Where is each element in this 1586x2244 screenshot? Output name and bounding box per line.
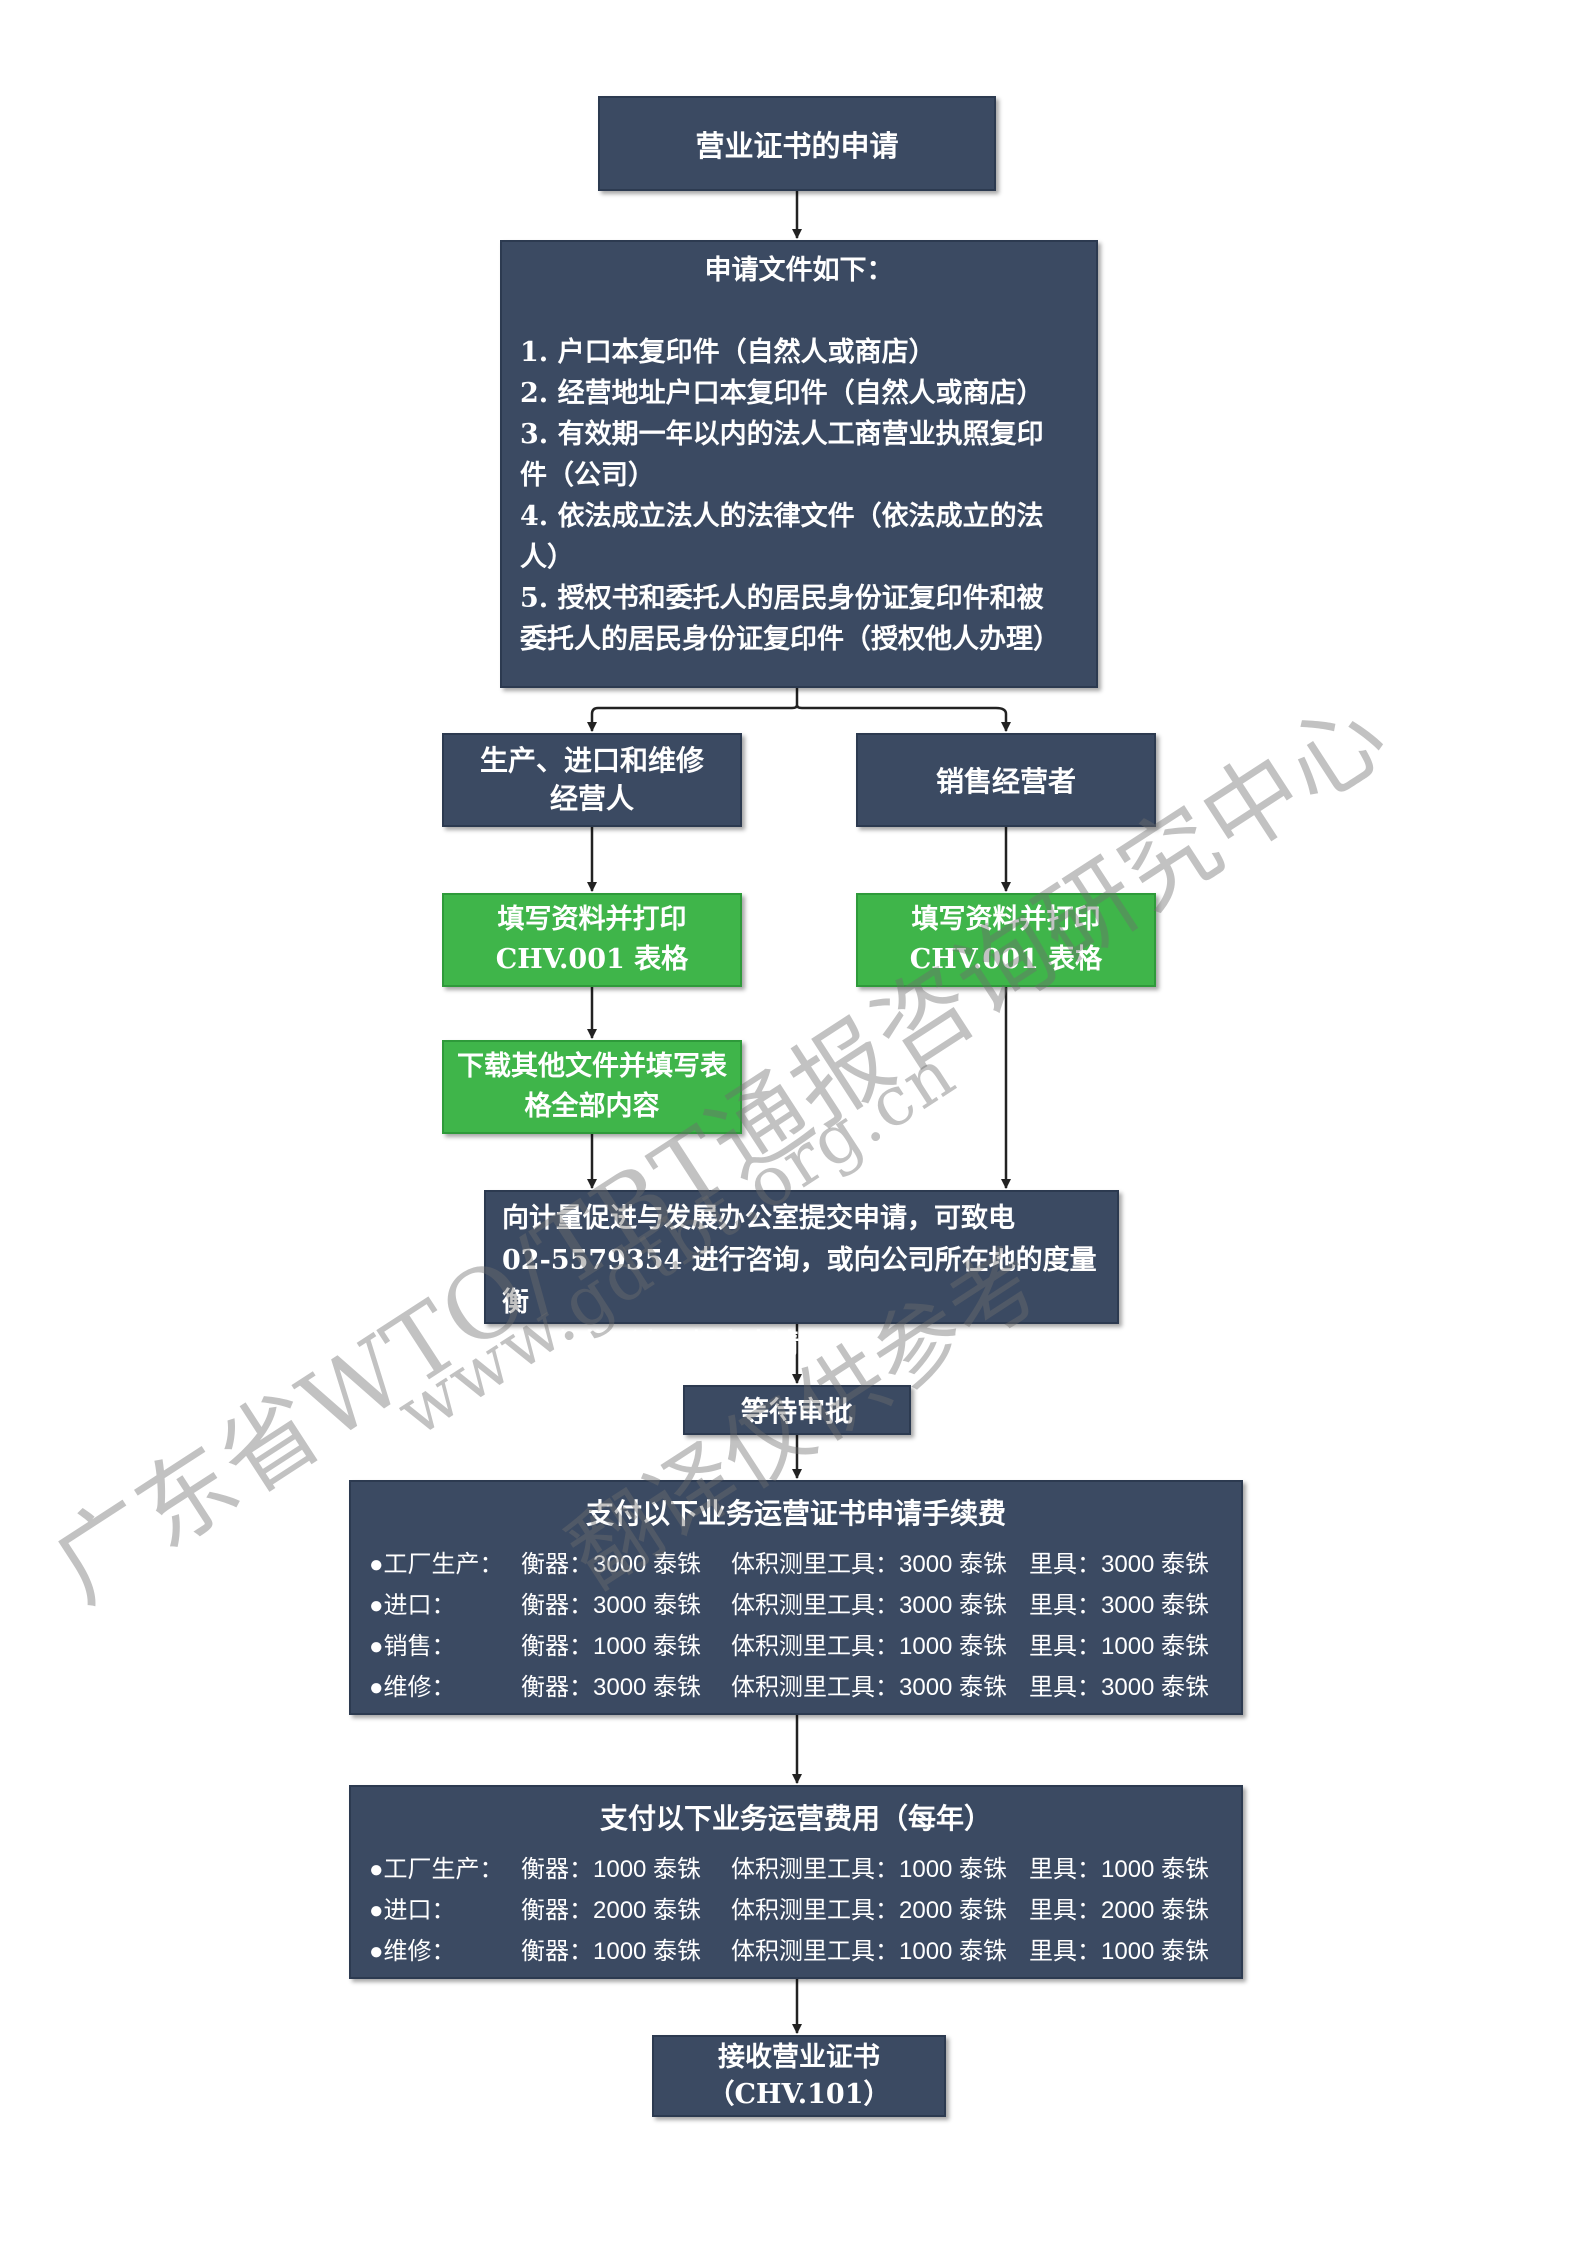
fee-row: ●工厂生产： 衡器：3000 泰铢 体积测里工具：3000 泰铢 里具：3000… — [351, 1540, 1241, 1581]
fee-row-measure: 里具：3000 泰铢 — [1029, 1674, 1210, 1701]
fee-row: ●工厂生产： 衡器：1000 泰铢 体积测里工具：1000 泰铢 里具：1000… — [351, 1845, 1241, 1886]
fee-row-scale: 衡器：3000 泰铢 — [521, 1592, 702, 1619]
node-seller: 销售经营者 — [856, 733, 1156, 827]
producer-line2: 经营人 — [549, 782, 634, 815]
fee-row-scale: 衡器：3000 泰铢 — [521, 1551, 702, 1578]
documents-line: 3. 有效期一年以内的法人工商营业执照复印 — [520, 419, 1044, 450]
fee-row-volume: 体积测里工具：1000 泰铢 — [731, 1938, 1008, 1965]
documents-heading: 申请文件如下： — [704, 255, 894, 286]
submit-line: 02-5579354 进行咨询，或向公司所在地的度量衡 — [502, 1245, 1097, 1318]
fee-row: ●进口： 衡器：3000 泰铢 体积测里工具：3000 泰铢 里具：3000 泰… — [351, 1581, 1241, 1622]
arrow-docs-to-seller — [795, 704, 1011, 732]
fee-row-scale: 衡器：2000 泰铢 — [521, 1897, 702, 1924]
fee-row: ●维修： 衡器：3000 泰铢 体积测里工具：3000 泰铢 里具：3000 泰… — [351, 1663, 1241, 1704]
documents-line: 2. 经营地址户口本复印件（自然人或商店） — [520, 378, 1044, 409]
fee-row-measure: 里具：3000 泰铢 — [1029, 1551, 1210, 1578]
fee-row-scale: 衡器：3000 泰铢 — [521, 1674, 702, 1701]
fee-row-measure: 里具：1000 泰铢 — [1029, 1938, 1210, 1965]
node-fee-application: 支付以下业务运营证书申请手续费 ●工厂生产： 衡器：3000 泰铢 体积测里工具… — [349, 1480, 1243, 1715]
node-fill-form-producer: 填写资料并打印 CHV.001 表格 — [442, 893, 742, 987]
fee-row-name: ●维修： — [369, 1938, 456, 1965]
seller-text: 销售经营者 — [935, 765, 1076, 798]
node-producer: 生产、进口和维修 经营人 — [442, 733, 742, 827]
fee-row-measure: 里具：1000 泰铢 — [1029, 1856, 1210, 1883]
fee-row-volume: 体积测里工具：1000 泰铢 — [731, 1856, 1008, 1883]
fee-row-volume: 体积测里工具：1000 泰铢 — [731, 1633, 1008, 1660]
fee-row-name: ●工厂生产： — [369, 1856, 504, 1883]
documents-line: 1. 户口本复印件（自然人或商店） — [520, 337, 936, 368]
fee-row-measure: 里具：1000 泰铢 — [1029, 1633, 1210, 1660]
fee-row-name: ●维修： — [369, 1674, 456, 1701]
fee-row-name: ●工厂生产： — [369, 1551, 504, 1578]
fill-form-line1: 填写资料并打印 — [497, 904, 687, 935]
fee-row-name: ●销售： — [369, 1633, 456, 1660]
fee-row-volume: 体积测里工具：3000 泰铢 — [731, 1551, 1008, 1578]
node-download-forms: 下载其他文件并填写表 格全部内容 — [442, 1040, 742, 1134]
fill-form-line2: CHV.001 表格 — [495, 944, 689, 975]
fee-annual-heading: 支付以下业务运营费用（每年） — [599, 1802, 992, 1835]
arrow-docs-to-producer — [587, 704, 799, 732]
documents-line: 5. 授权书和委托人的居民身份证复印件和被 — [520, 583, 1044, 614]
node-submit: 向计量促进与发展办公室提交申请，可致电 02-5579354 进行咨询，或向公司… — [484, 1190, 1119, 1360]
download-line2: 格全部内容 — [524, 1091, 660, 1122]
fee-row-volume: 体积测里工具：2000 泰铢 — [731, 1897, 1008, 1924]
fee-row: ●进口： 衡器：2000 泰铢 体积测里工具：2000 泰铢 里具：2000 泰… — [351, 1886, 1241, 1927]
fee-row-scale: 衡器：1000 泰铢 — [521, 1633, 702, 1660]
fee-row-name: ●进口： — [369, 1592, 456, 1619]
fee-row-volume: 体积测里工具：3000 泰铢 — [731, 1674, 1008, 1701]
final-line2: （CHV.101） — [707, 2079, 891, 2110]
node-fee-annual: 支付以下业务运营费用（每年） ●工厂生产： 衡器：1000 泰铢 体积测里工具：… — [349, 1785, 1243, 1979]
fee-application-heading: 支付以下业务运营证书申请手续费 — [585, 1497, 1006, 1530]
wait-text: 等待审批 — [740, 1395, 853, 1428]
final-line1: 接收营业证书 — [718, 2042, 880, 2073]
fill-form-line2: CHV.001 表格 — [909, 944, 1103, 975]
fee-row-volume: 体积测里工具：3000 泰铢 — [731, 1592, 1008, 1619]
fee-row: ●维修： 衡器：1000 泰铢 体积测里工具：1000 泰铢 里具：1000 泰… — [351, 1927, 1241, 1968]
documents-line: 4. 依法成立法人的法律文件（依法成立的法 — [520, 501, 1044, 532]
fee-row-scale: 衡器：1000 泰铢 — [521, 1938, 702, 1965]
documents-line: 委托人的居民身份证复印件（授权他人办理） — [520, 624, 1060, 655]
submit-line: 向计量促进与发展办公室提交申请，可致电 — [502, 1203, 1015, 1234]
node-receive-certificate: 接收营业证书 （CHV.101） — [652, 2035, 946, 2117]
node-fill-form-seller: 填写资料并打印 CHV.001 表格 — [856, 893, 1156, 987]
fee-row-scale: 衡器：1000 泰铢 — [521, 1856, 702, 1883]
node-documents: 申请文件如下： 1. 户口本复印件（自然人或商店） 2. 经营地址户口本复印件（… — [500, 240, 1098, 688]
submit-line: 分支机构／中心提交申请。 — [502, 1329, 826, 1360]
producer-line1: 生产、进口和维修 — [479, 744, 704, 777]
fee-row-measure: 里具：2000 泰铢 — [1029, 1897, 1210, 1924]
fee-row-name: ●进口： — [369, 1897, 456, 1924]
node-title-text: 营业证书的申请 — [695, 128, 899, 163]
node-wait: 等待审批 — [683, 1385, 911, 1435]
fee-row: ●销售： 衡器：1000 泰铢 体积测里工具：1000 泰铢 里具：1000 泰… — [351, 1622, 1241, 1663]
documents-line: 件（公司） — [520, 460, 655, 491]
download-line1: 下载其他文件并填写表 — [457, 1051, 727, 1082]
node-title: 营业证书的申请 — [598, 96, 996, 191]
fee-row-measure: 里具：3000 泰铢 — [1029, 1592, 1210, 1619]
fill-form-line1: 填写资料并打印 — [911, 904, 1101, 935]
documents-line: 人） — [520, 542, 574, 573]
